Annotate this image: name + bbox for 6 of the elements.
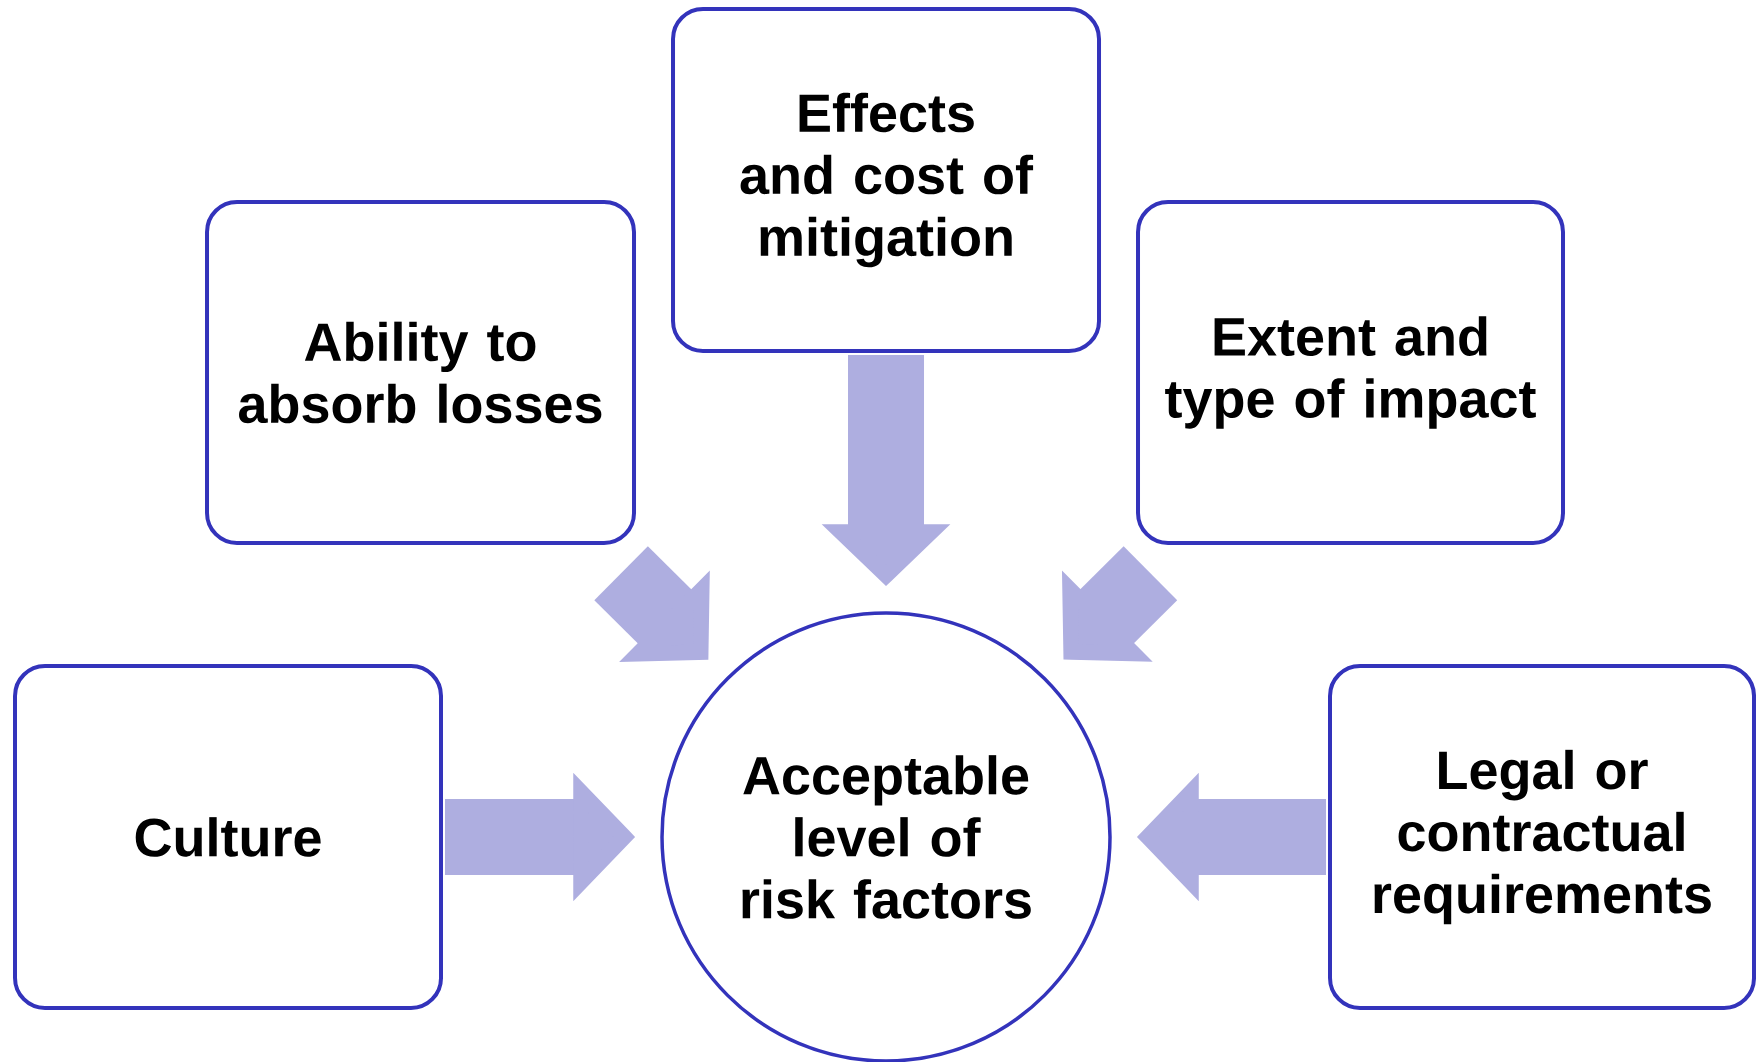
text-box: Extent and type of impact <box>1136 200 1565 545</box>
text-box: Ability to absorb losses <box>205 200 636 545</box>
block-arrow <box>594 546 710 662</box>
text-box: Effects and cost of mitigation <box>671 7 1101 353</box>
text-box: Legal or contractual requirements <box>1328 664 1756 1010</box>
text-box: Culture <box>13 664 443 1010</box>
